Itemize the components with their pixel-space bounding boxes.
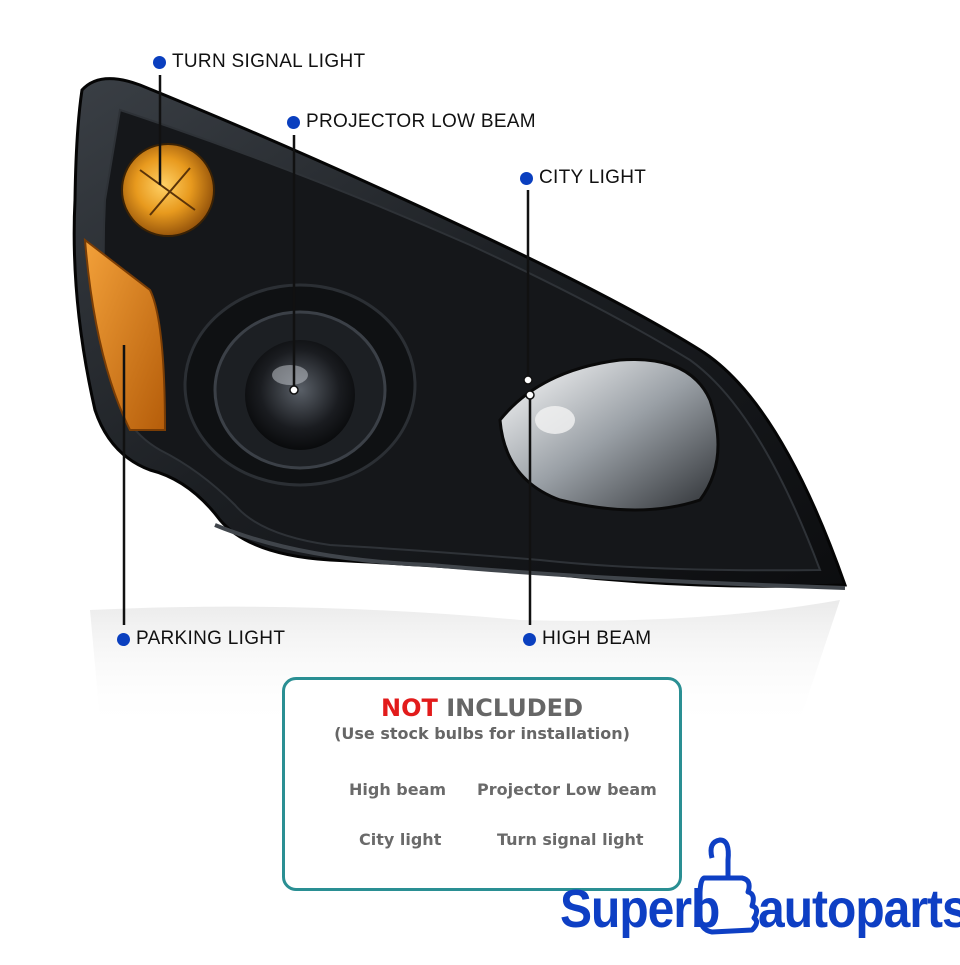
callout-city-light: CITY LIGHT — [520, 167, 646, 189]
notice-item: High beam — [349, 780, 447, 799]
bullet-dot-icon — [117, 632, 130, 646]
callout-high-beam: HIGH BEAM — [523, 628, 651, 650]
bullet-dot-icon — [287, 115, 300, 129]
bullet-dot-icon — [523, 632, 536, 646]
callout-turn-signal: TURN SIGNAL LIGHT — [153, 51, 365, 73]
callout-parking-light: PARKING LIGHT — [117, 628, 285, 650]
brand-name-right: autoparts — [758, 879, 960, 940]
bullet-dot-icon — [153, 55, 166, 69]
notice-title-not: NOT — [380, 694, 438, 722]
notice-title-included: INCLUDED — [446, 694, 583, 722]
callout-label: HIGH BEAM — [542, 628, 652, 649]
thumbs-up-logo-icon — [697, 837, 760, 935]
callout-label: PARKING LIGHT — [136, 628, 286, 649]
brand-name-left: Superb — [560, 879, 720, 940]
callout-label: TURN SIGNAL LIGHT — [172, 51, 366, 72]
callout-label: CITY LIGHT — [539, 167, 647, 188]
notice-subtitle: (Use stock bulbs for installation) — [334, 724, 630, 743]
bullet-dot-icon — [520, 171, 533, 185]
notice-item: Projector Low beam — [477, 780, 657, 799]
notice-title: NOT INCLUDED — [285, 694, 679, 722]
notice-item: City light — [359, 830, 442, 849]
callout-label: PROJECTOR LOW BEAM — [306, 111, 536, 132]
not-included-notice: NOT INCLUDED (Use stock bulbs for instal… — [282, 677, 682, 891]
notice-item: Turn signal light — [497, 830, 644, 849]
callout-projector-low-beam: PROJECTOR LOW BEAM — [287, 111, 536, 133]
